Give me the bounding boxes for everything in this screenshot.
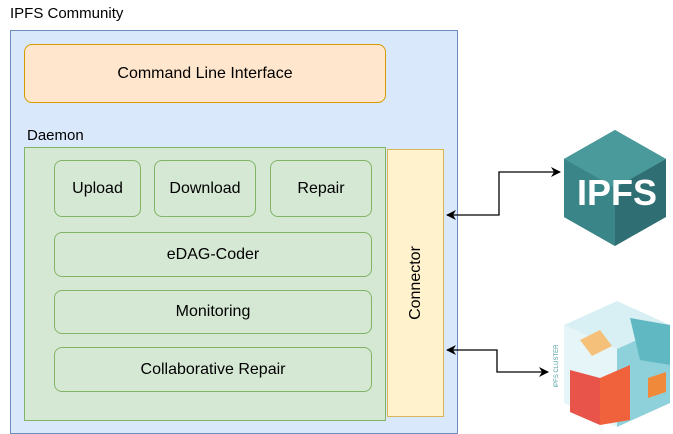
daemon-title: Daemon bbox=[27, 127, 84, 144]
connector-to-cluster-arrow bbox=[446, 345, 549, 377]
collaborative-repair-label: Collaborative Repair bbox=[140, 360, 286, 378]
connector-to-ipfs-arrow bbox=[446, 167, 561, 220]
repair-label: Repair bbox=[297, 179, 345, 197]
collaborative-repair-module: Collaborative Repair bbox=[54, 347, 372, 392]
edag-coder-label: eDAG-Coder bbox=[166, 245, 260, 263]
monitoring-label: Monitoring bbox=[175, 303, 251, 320]
repair-module: Repair bbox=[270, 160, 372, 217]
download-label: Download bbox=[169, 179, 241, 197]
community-title: IPFS Community bbox=[10, 5, 124, 22]
ipfs-cluster-logo-text: IPFS CLUSTER bbox=[554, 344, 560, 388]
download-module: Download bbox=[154, 160, 256, 217]
ipfs-cluster-logo: IPFS CLUSTER bbox=[554, 301, 670, 427]
monitoring-module: Monitoring bbox=[54, 290, 372, 334]
cli-label: Command Line Interface bbox=[117, 64, 293, 82]
upload-label: Upload bbox=[72, 179, 123, 197]
upload-module: Upload bbox=[54, 160, 141, 217]
ipfs-logo-text: IPFS bbox=[577, 172, 657, 213]
ipfs-logo: IPFS bbox=[564, 130, 666, 246]
connector-box: Connector bbox=[387, 149, 444, 417]
cli-box: Command Line Interface bbox=[24, 44, 386, 103]
edag-coder-module: eDAG-Coder bbox=[54, 232, 372, 277]
